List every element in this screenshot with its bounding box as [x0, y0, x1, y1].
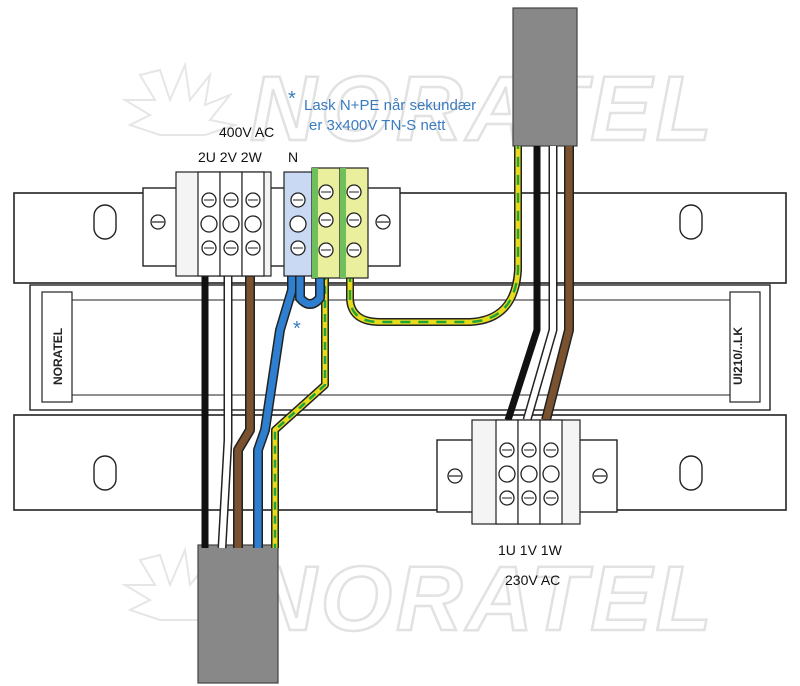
secondary-cable — [512, 7, 578, 147]
transformer-core: NORATEL UI210/..LK — [29, 284, 771, 411]
terminal-block-2u2v2w — [175, 171, 272, 277]
terminal-2u — [197, 171, 221, 277]
jumper-marker: * — [293, 318, 301, 340]
wire-brown-primary — [234, 272, 254, 548]
terminal-1u — [495, 419, 519, 525]
note-star: * — [288, 88, 296, 110]
pe-bridge-wire — [346, 146, 522, 326]
wire-pe-primary-green — [273, 272, 327, 548]
primary-cable — [197, 544, 279, 684]
secondary-wires — [504, 146, 574, 422]
wire-white-secondary — [524, 146, 556, 421]
watermark-text-bottom: NORATEL — [250, 548, 716, 650]
secondary-terminals-label: 1U 1V 1W — [498, 542, 563, 558]
wire-black-secondary — [504, 146, 541, 422]
jumper-loop — [295, 272, 325, 309]
terminal-1v — [517, 419, 541, 525]
neutral-label: N — [288, 149, 298, 165]
primary-wires — [201, 272, 329, 549]
rail-label-right: UI210/..LK — [731, 327, 745, 385]
wire-white-primary — [219, 272, 231, 549]
terminal-2v — [219, 171, 243, 277]
wire-blue-primary — [254, 272, 296, 548]
terminal-pe — [311, 167, 369, 279]
note-line-2: er 3x400V TN-S nett — [309, 117, 446, 134]
terminal-n — [283, 171, 313, 277]
lower-mounting-rail — [13, 414, 787, 511]
primary-voltage-label: 400V AC — [219, 124, 274, 140]
note-line-1: Lask N+PE når sekundær — [304, 97, 476, 114]
terminal-1w — [539, 419, 563, 525]
terminal-2w — [241, 171, 265, 277]
rail-label-left: NORATEL — [51, 328, 65, 385]
wire-brown-secondary — [542, 146, 573, 421]
secondary-voltage-label: 230V AC — [505, 572, 560, 588]
primary-terminals-label: 2U 2V 2W — [198, 149, 263, 165]
terminal-block-1u1v1w — [471, 419, 581, 525]
watermark-text-top: NORATEL — [250, 58, 716, 160]
